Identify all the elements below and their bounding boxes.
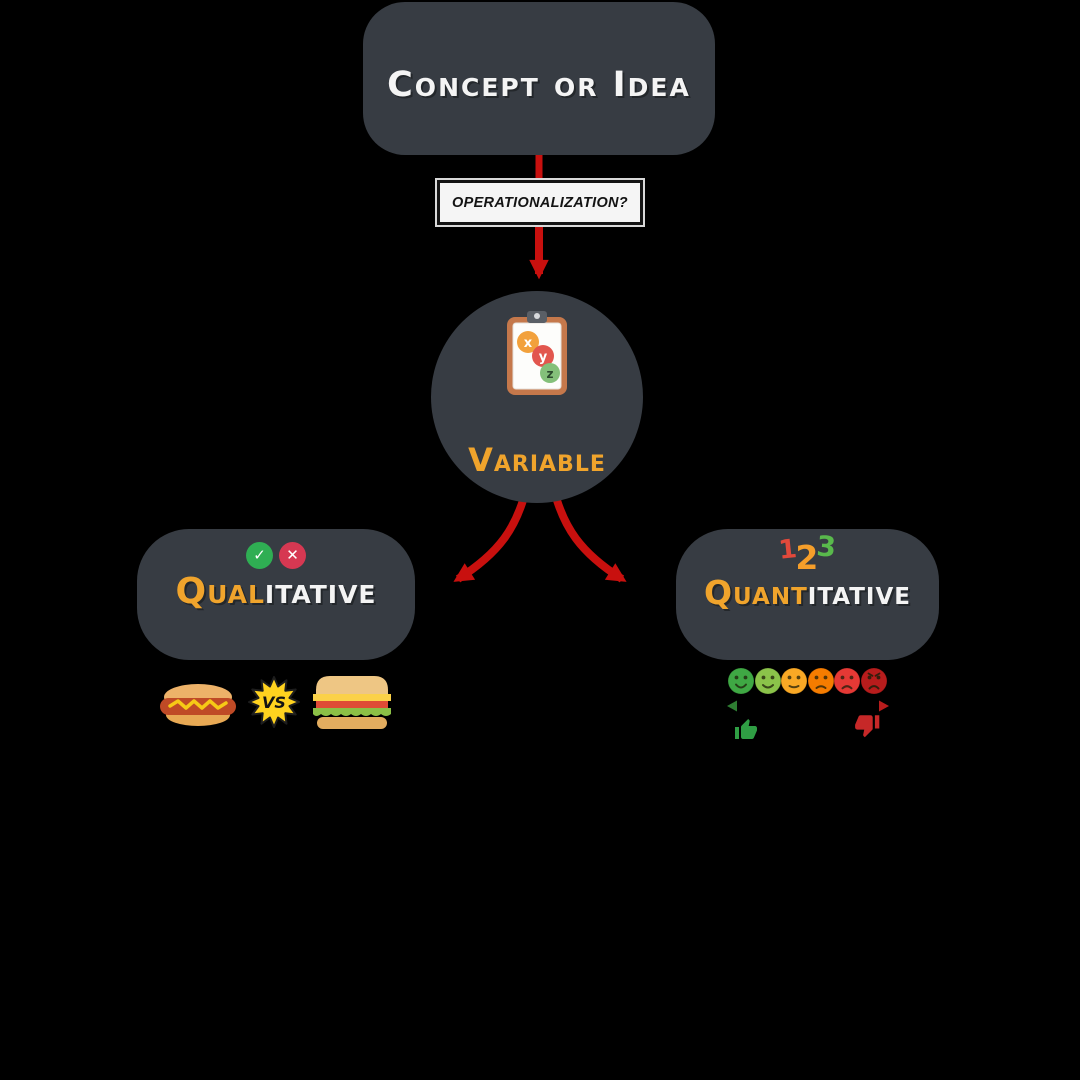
number-3: 3: [815, 529, 838, 564]
vs-badge: VS: [248, 676, 300, 728]
sandwich-icon: [313, 676, 391, 729]
face-angry-icon: [860, 667, 888, 695]
variable-node: x y z Variable: [431, 291, 643, 503]
one-two-three-icon: 1 2 3: [777, 529, 838, 577]
qualitative-label-rest: itative: [264, 571, 377, 612]
clipboard-icon: x y z: [507, 311, 567, 395]
clipboard-letter-y: y: [539, 350, 548, 365]
quantitative-label-highlight: Quant: [704, 573, 808, 612]
concept-node: Concept or Idea: [363, 2, 715, 155]
face-unhappy-icon: [807, 667, 835, 695]
thumbs-down-icon: [855, 715, 880, 738]
face-happy-icon: [754, 667, 782, 695]
concept-label: Concept or Idea: [387, 64, 691, 105]
face-sad-icon: [833, 667, 861, 695]
operationalization-label: OPERATIONALIZATION?: [452, 194, 628, 211]
clipboard-letter-z: z: [547, 367, 554, 381]
check-icon: ✓: [246, 541, 273, 569]
variable-label: Variable: [468, 441, 606, 479]
scale-axis-arrow: [727, 700, 889, 712]
operationalization-box: OPERATIONALIZATION?: [437, 180, 643, 225]
qualitative-node: ✓ ✕ Qualitative: [137, 529, 415, 660]
quantitative-node: 1 2 3 Quantitative: [676, 529, 939, 660]
qualitative-badges: ✓ ✕: [246, 541, 306, 569]
y-circle: [532, 345, 554, 367]
arrow-variable-to-quantitative: [549, 485, 627, 583]
clipboard-letter-x: x: [524, 336, 533, 351]
quantitative-label: Quantitative: [704, 573, 911, 612]
qualitative-label-highlight: Qual: [175, 571, 265, 612]
rating-scale: [727, 667, 889, 739]
thumbs-up-icon: [735, 719, 757, 739]
hot-dog-icon: [160, 684, 236, 726]
cross-icon: ✕: [279, 541, 306, 569]
quantitative-label-rest: itative: [807, 573, 911, 612]
x-circle: [517, 331, 539, 353]
face-slightly-happy-icon: [780, 667, 808, 695]
face-very-happy-icon: [727, 667, 755, 695]
number-2: 2: [795, 537, 819, 577]
z-circle: [540, 363, 560, 383]
qualitative-example: VS: [146, 664, 406, 740]
qualitative-label: Qualitative: [175, 571, 376, 612]
vs-label: VS: [262, 693, 286, 712]
